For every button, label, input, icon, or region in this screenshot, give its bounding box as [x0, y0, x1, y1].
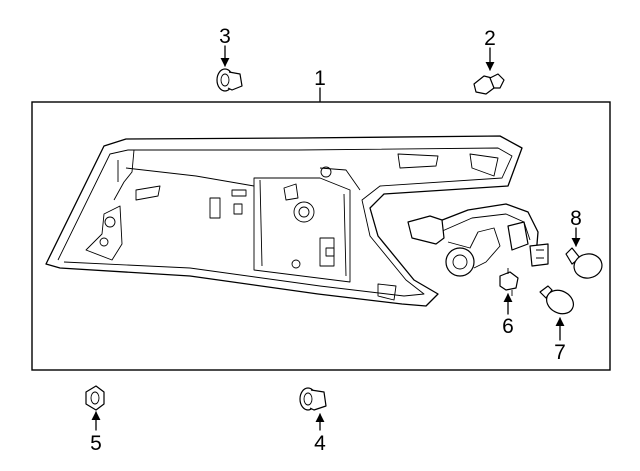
callout-6: 6	[502, 315, 514, 338]
wiring-harness	[407, 203, 549, 277]
push-pin-part-2	[473, 73, 505, 95]
callout-2: 2	[484, 27, 496, 50]
callout-1: 1	[314, 67, 326, 90]
callout-7: 7	[554, 341, 566, 364]
assembly-frame	[31, 101, 611, 371]
callout-4: 4	[314, 432, 326, 455]
bulb-socket-part-6	[499, 268, 519, 296]
callout-5: 5	[90, 432, 102, 455]
bulb-part-8	[565, 247, 603, 279]
callout-8: 8	[570, 207, 582, 230]
bulb-part-7	[539, 285, 574, 315]
leader-lines	[91, 45, 581, 431]
callout-3: 3	[219, 25, 231, 48]
nut-part-5	[85, 385, 105, 411]
grommet-part-4	[299, 387, 327, 411]
grommet-part-3	[216, 68, 243, 92]
tail-lamp-housing	[45, 135, 523, 307]
